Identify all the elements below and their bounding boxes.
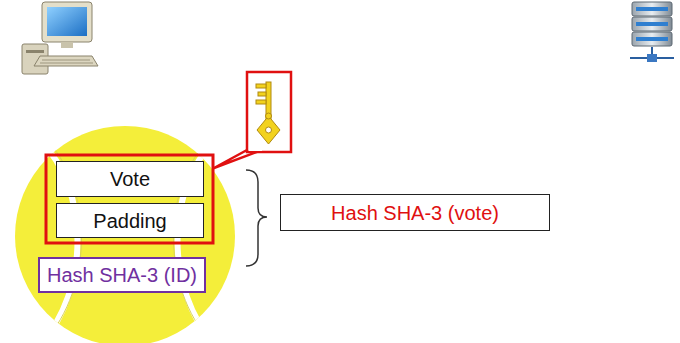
box-label: Padding xyxy=(93,210,166,232)
computer-icon xyxy=(22,2,98,74)
hash-box: Hash SHA-3 (vote) xyxy=(280,194,550,231)
encryption-frame xyxy=(46,155,213,243)
tennis-ball xyxy=(15,126,235,343)
id-hash-box: Hash SHA-3 (ID) xyxy=(38,257,206,293)
box-label: Vote xyxy=(110,168,150,190)
padding-box: Padding xyxy=(56,203,204,238)
key-icon xyxy=(256,82,280,144)
brace xyxy=(246,170,267,266)
box-label: Hash SHA-3 (ID) xyxy=(47,264,197,286)
box-label: Hash SHA-3 (vote) xyxy=(331,202,499,224)
server-icon xyxy=(630,2,674,62)
vote-box: Vote xyxy=(56,161,204,197)
key-callout xyxy=(214,72,291,168)
